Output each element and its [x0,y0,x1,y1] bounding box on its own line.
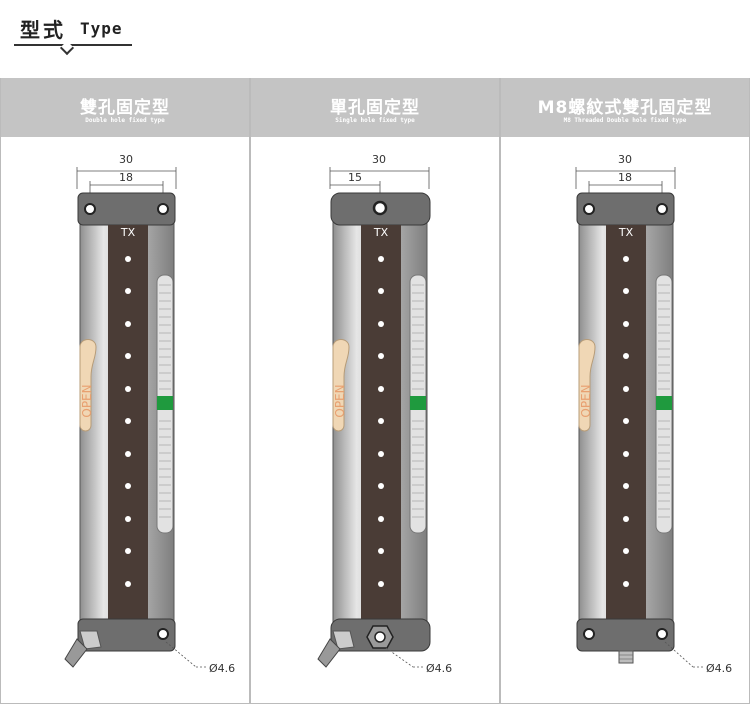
ribs [658,284,670,518]
tx-label: TX [120,226,136,239]
dimension-inner: 18 [618,171,632,184]
cable [317,630,355,668]
tx-label: TX [373,226,389,239]
panel-m8-threaded: M8螺紋式雙孔固定型 M8 Threaded Double hole fixed… [500,78,750,704]
hole-diameter-label: Ø4.6 [426,662,452,675]
m8-connector [618,650,634,664]
mounting-hole-right [656,203,668,215]
emitter-dots [125,256,131,587]
panel-title: M8螺紋式雙孔固定型 [537,98,713,118]
panel-subtitle: Single hole fixed type [335,117,415,124]
panel-single-hole: 單孔固定型 Single hole fixed type 30 15 TX [250,78,500,704]
mounting-hole-center [372,200,388,216]
sensor-drawing-single-hole: 30 15 TX OPEN [317,153,452,675]
emitter-strip [606,225,646,641]
indicator-led [656,396,672,410]
mounting-hole-bottom [374,631,386,643]
panel-double-hole: 雙孔固定型 Double hole fixed type 30 18 TX [0,78,250,704]
ribs [412,284,424,518]
emitter-dots [623,256,629,587]
panel-subtitle: Double hole fixed type [85,117,165,124]
dimension-lines [329,167,430,195]
mounting-hole-bottom-left [583,628,595,640]
sensor-drawing-m8-threaded: 30 18 TX OPEN [575,153,732,675]
bottom-cap [77,618,176,652]
leader-line [385,647,414,668]
sensor-drawing-double-hole: 30 18 TX OPEN [64,153,235,675]
open-label: OPEN [579,384,593,417]
hole-diameter-label: Ø4.6 [706,662,732,675]
dimension-outer: 30 [119,153,133,166]
leader-line [664,641,694,668]
panel-header: 雙孔固定型 Double hole fixed type [1,78,249,137]
open-tab [79,339,97,432]
hole-diameter-label: Ø4.6 [209,662,235,675]
dimension-inner: 15 [348,171,362,184]
open-label: OPEN [80,384,94,417]
emitter-dots [378,256,384,587]
emitter-strip [361,225,401,641]
panel-header: 單孔固定型 Single hole fixed type [251,78,499,137]
open-tab [578,339,596,432]
emitter-strip [108,225,148,641]
leader-line [165,641,197,668]
indicator-led [157,396,173,410]
dimension-outer: 30 [618,153,632,166]
panel-title: 雙孔固定型 [80,98,170,118]
title-underline [14,44,132,46]
mounting-hole-bottom [157,628,169,640]
indicator-led [410,396,426,410]
mounting-hole-left [583,203,595,215]
mounting-hole-right [157,203,169,215]
mounting-hole-bottom-right [656,628,668,640]
cable [64,630,102,668]
dimension-inner: 18 [119,171,133,184]
section-title-en: Type [80,19,123,38]
open-tab [332,339,350,432]
panel-header: M8螺紋式雙孔固定型 M8 Threaded Double hole fixed… [501,78,749,137]
dimension-outer: 30 [372,153,386,166]
section-title-zh: 型式 [20,18,66,42]
tx-label: TX [618,226,634,239]
open-label: OPEN [333,384,347,417]
ribs [159,284,171,518]
panel-title: 單孔固定型 [330,98,420,118]
mounting-hole-left [84,203,96,215]
panel-subtitle: M8 Threaded Double hole fixed type [563,117,687,124]
